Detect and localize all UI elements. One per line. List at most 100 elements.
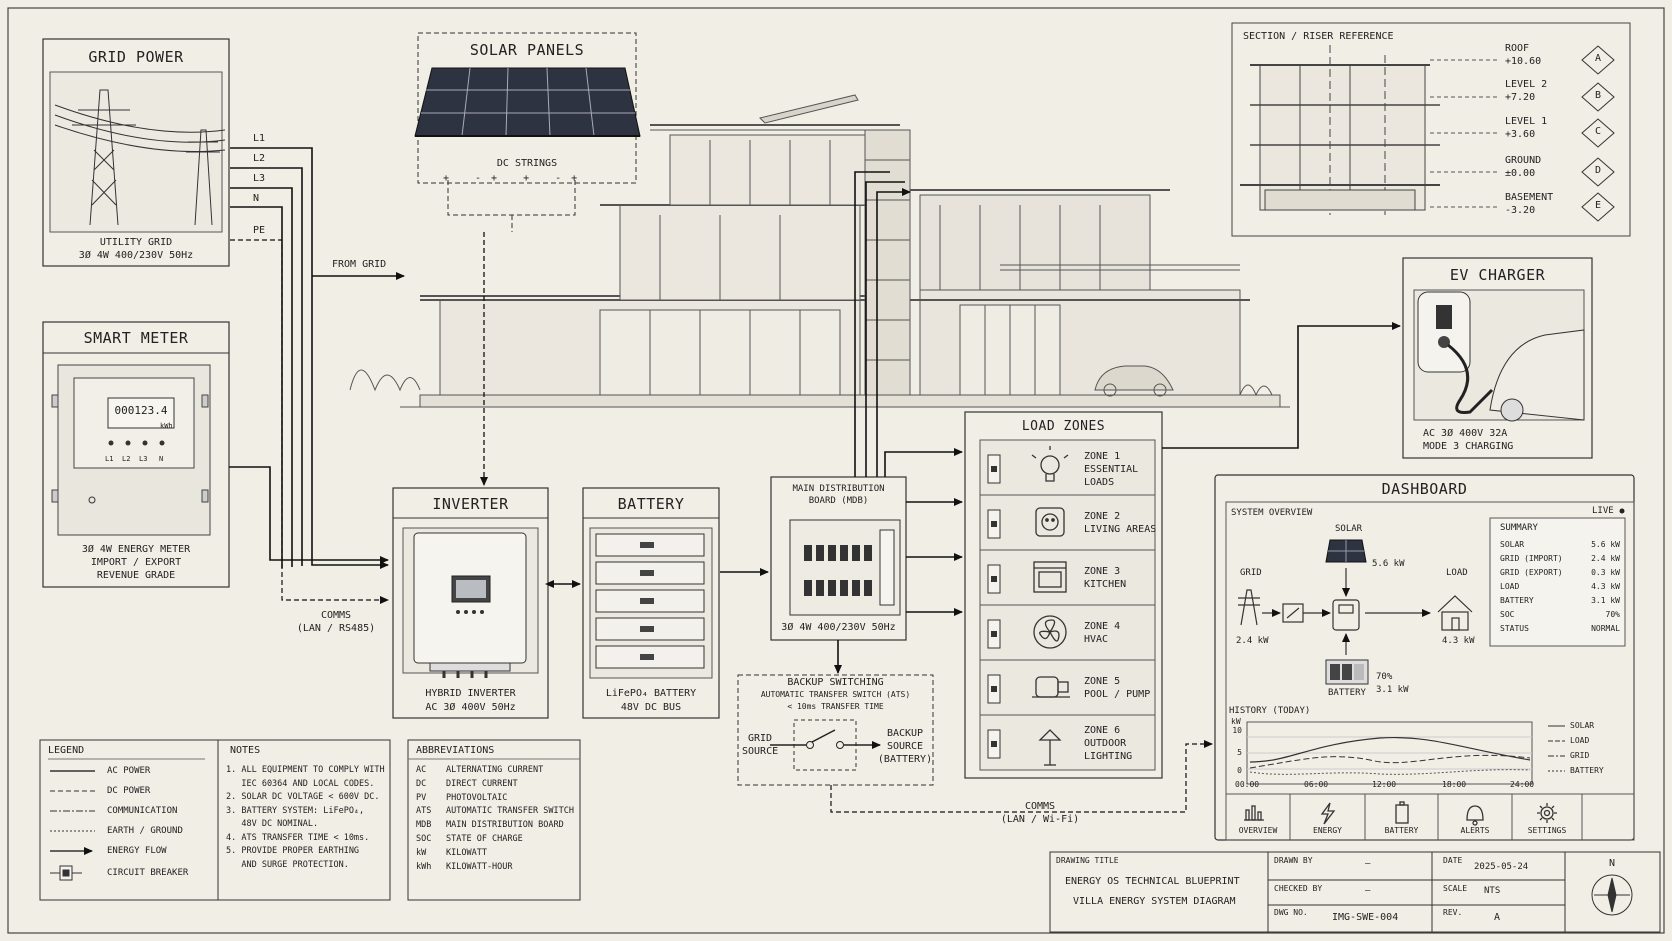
- abbr-value: ALTERNATING CURRENT: [446, 765, 544, 775]
- house-icon: [1437, 595, 1473, 631]
- ev-charger-box: [1402, 257, 1593, 459]
- level-roof-elev: +10.60: [1505, 56, 1542, 67]
- tb-date: 2025-05-24: [1474, 862, 1529, 872]
- zone-2-l2: LIVING AREAS: [1084, 524, 1157, 535]
- dash-grid-kw: 2.4 kW: [1236, 636, 1269, 646]
- abbr-key: MDB: [416, 820, 432, 831]
- tab-energy[interactable]: ENERGY: [1313, 826, 1342, 835]
- legend-circuit-breaker: CIRCUIT BREAKER: [107, 868, 189, 878]
- note-line: IEC 60364 AND LOCAL CODES.: [226, 778, 375, 789]
- xtick-0000: 00:00: [1235, 780, 1260, 789]
- mdb-desc: 3Ø 4W 400/230V 50Hz: [781, 622, 896, 633]
- tab-battery[interactable]: BATTERY: [1384, 826, 1419, 835]
- solar-panels-title: SOLAR PANELS: [469, 41, 585, 59]
- meter-unit: kWh: [160, 422, 173, 430]
- tab-overview[interactable]: OVERVIEW: [1238, 826, 1278, 835]
- abbr-value: KILOWATT-HOUR: [446, 861, 513, 872]
- zone-3-l1: ZONE 3: [1084, 566, 1121, 577]
- tb-drawn-by-label: DRAWN BY: [1274, 856, 1313, 865]
- tb-checked-by: —: [1365, 886, 1371, 896]
- load-zones-box: [964, 411, 1163, 779]
- summary-value: 2.4 kW: [1591, 554, 1620, 563]
- load-zones-title: LOAD ZONES: [1021, 419, 1106, 434]
- battery-desc-2: 48V DC BUS: [620, 702, 682, 713]
- level-2-elev: +7.20: [1505, 92, 1536, 103]
- backup-grid-1: GRID: [747, 733, 773, 744]
- abbr-key: DC: [416, 778, 427, 789]
- battery-box: [582, 487, 720, 719]
- line-label-l2: L2: [253, 153, 266, 164]
- from-grid-label: FROM GRID: [332, 259, 387, 270]
- connection-lines: [229, 147, 1401, 813]
- level-1-name: LEVEL 1: [1505, 116, 1548, 127]
- history-load-line: [1249, 754, 1531, 769]
- level-ground-tag: D: [1594, 165, 1602, 176]
- solar-array-icon: [414, 67, 641, 137]
- solar-panel-icon: [1325, 539, 1367, 563]
- dashboard-box: [1214, 474, 1635, 841]
- abbr-value: KILOWATT: [446, 847, 487, 858]
- system-overview-label: SYSTEM OVERVIEW: [1231, 508, 1313, 518]
- summary-value: NORMAL: [1591, 624, 1620, 633]
- zone-6-l1: ZONE 6: [1084, 725, 1121, 736]
- battery-desc-1: LiFePO₄ BATTERY: [605, 688, 697, 699]
- dash-solar-kw: 5.6 kW: [1372, 559, 1405, 569]
- level-roof-tag: A: [1594, 53, 1602, 64]
- hist-legend-solar: SOLAR: [1570, 721, 1595, 730]
- hist-legend-load: LOAD: [1570, 736, 1590, 745]
- tb-dwg-no-label: DWG NO.: [1274, 908, 1308, 917]
- legend-communication: COMMUNICATION: [107, 806, 178, 816]
- tab-alerts[interactable]: ALERTS: [1460, 826, 1490, 835]
- meter-reading: 000123.4: [114, 404, 168, 417]
- ev-charger-title: EV CHARGER: [1449, 266, 1546, 284]
- level-basement-tag: E: [1594, 200, 1602, 211]
- tb-drawing-title-label: DRAWING TITLE: [1056, 856, 1119, 865]
- abbr-key: PV: [416, 792, 427, 803]
- tab-settings[interactable]: SETTINGS: [1527, 826, 1567, 835]
- meter-desc-3: REVENUE GRADE: [96, 570, 176, 581]
- abbr-value: PHOTOVOLTAIC: [446, 792, 508, 803]
- tb-scale-label: SCALE: [1443, 884, 1468, 893]
- tb-rev: A: [1494, 912, 1501, 923]
- grid-power-box: [42, 38, 230, 267]
- inverter-desc-2: AC 3Ø 400V 50Hz: [425, 702, 516, 713]
- battery-icon: [1395, 801, 1409, 824]
- abbr-key: kW: [416, 847, 427, 858]
- line-label-l3: L3: [253, 173, 266, 184]
- tb-title-1: ENERGY OS TECHNICAL BLUEPRINT: [1065, 876, 1240, 887]
- dash-solar-label: SOLAR: [1335, 524, 1363, 534]
- abbr-value: STATE OF CHARGE: [446, 834, 523, 844]
- dc-strings-label: DC STRINGS: [496, 158, 558, 169]
- line-label-pe: PE: [253, 225, 266, 236]
- abbr-key: kWh: [416, 861, 432, 872]
- summary-title: SUMMARY: [1500, 523, 1538, 533]
- backup-title: BACKUP SWITCHING: [787, 677, 884, 688]
- note-line: 4. ATS TRANSFER TIME < 10ms.: [226, 832, 370, 843]
- backup-src-2: SOURCE: [886, 741, 924, 752]
- history-unit: kW: [1231, 717, 1241, 726]
- abbr-title: ABBREVIATIONS: [416, 745, 495, 756]
- legend-dc-power: DC POWER: [107, 786, 151, 796]
- mdb-title-1: MAIN DISTRIBUTION: [792, 484, 885, 494]
- circuit-breaker-icon: [50, 865, 82, 881]
- mdb-box: [770, 476, 907, 641]
- zone-1-l3: LOADS: [1084, 477, 1115, 488]
- meter-phase-l1: L1: [105, 455, 114, 463]
- tb-title-2: VILLA ENERGY SYSTEM DIAGRAM: [1073, 896, 1236, 907]
- line-label-n: N: [253, 193, 260, 204]
- zone-1-l2: ESSENTIAL: [1084, 464, 1139, 475]
- zone-1-l1: ZONE 1: [1084, 451, 1121, 462]
- inverter-box: [392, 487, 549, 719]
- level-1-tag: C: [1594, 126, 1602, 137]
- inverter-icon: [1332, 599, 1360, 631]
- garden-lamp-icon: [1038, 729, 1062, 766]
- section-title: SECTION / RISER REFERENCE: [1243, 31, 1394, 42]
- backup-src-3: (BATTERY): [877, 754, 933, 765]
- zone-5-l1: ZONE 5: [1084, 676, 1121, 687]
- backup-sub-2: < 10ms TRANSFER TIME: [787, 702, 884, 711]
- xtick-0600: 06:00: [1304, 780, 1329, 789]
- bar-chart-icon: [1244, 805, 1264, 821]
- level-basement-name: BASEMENT: [1505, 192, 1554, 203]
- section-riser-box: [1231, 22, 1631, 237]
- note-line: 48V DC NOMINAL.: [226, 819, 319, 829]
